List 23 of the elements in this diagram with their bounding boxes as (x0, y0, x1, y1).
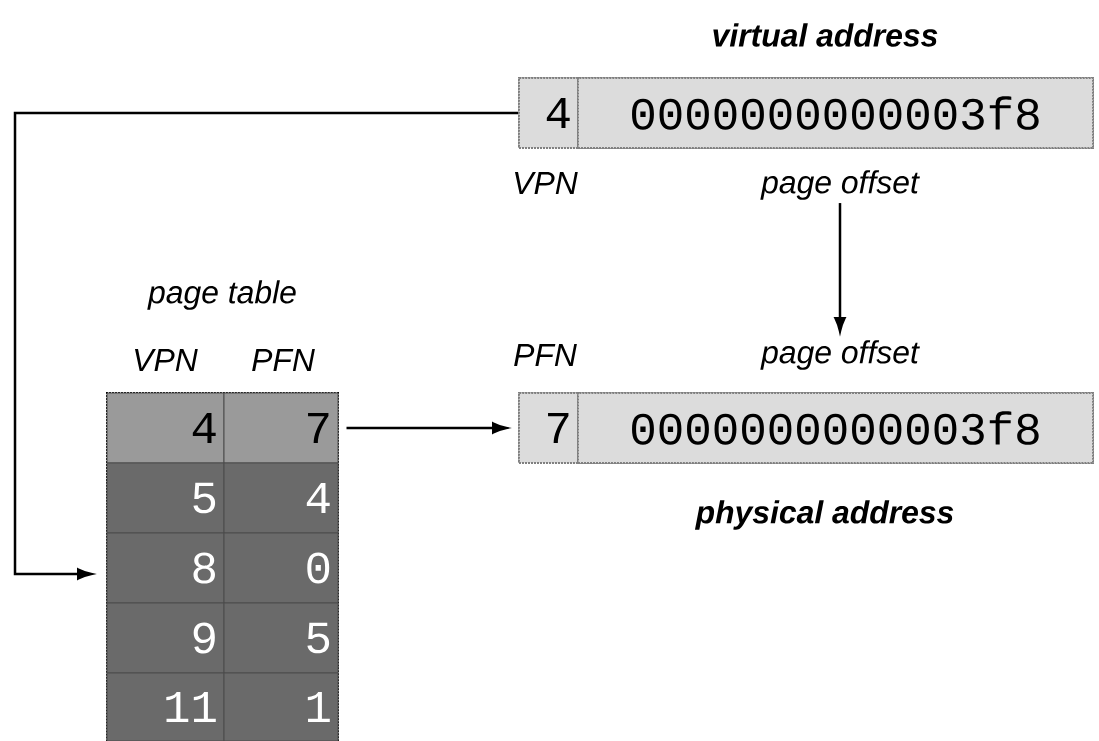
node-label: physical address (694, 500, 954, 530)
field-caption: VPN (515, 172, 578, 194)
address-field: 4 (518, 77, 579, 149)
table-cell: 1 (223, 672, 339, 741)
column-header: VPN (135, 349, 198, 371)
table-cell: 5 (106, 462, 225, 534)
field-caption: page offset (760, 170, 920, 200)
table-cell: 7 (223, 392, 339, 464)
arrow (13, 111, 518, 580)
table-cell: 9 (106, 602, 225, 674)
field-caption: PFN (514, 344, 577, 366)
table-cell: 4 (106, 392, 225, 464)
column-header: PFN (252, 349, 315, 371)
table-cell: 8 (106, 532, 225, 604)
table-cell: 11 (106, 672, 225, 741)
node-label: 11 (166, 691, 216, 723)
table-cell: 4 (223, 462, 339, 534)
address-field: 7 (518, 392, 579, 464)
table-cell: 0 (223, 532, 339, 604)
table-cell: 5 (223, 602, 339, 674)
node-label: page table (147, 280, 296, 310)
node-label: virtual address (713, 23, 938, 47)
field-caption: page offset (760, 340, 920, 370)
